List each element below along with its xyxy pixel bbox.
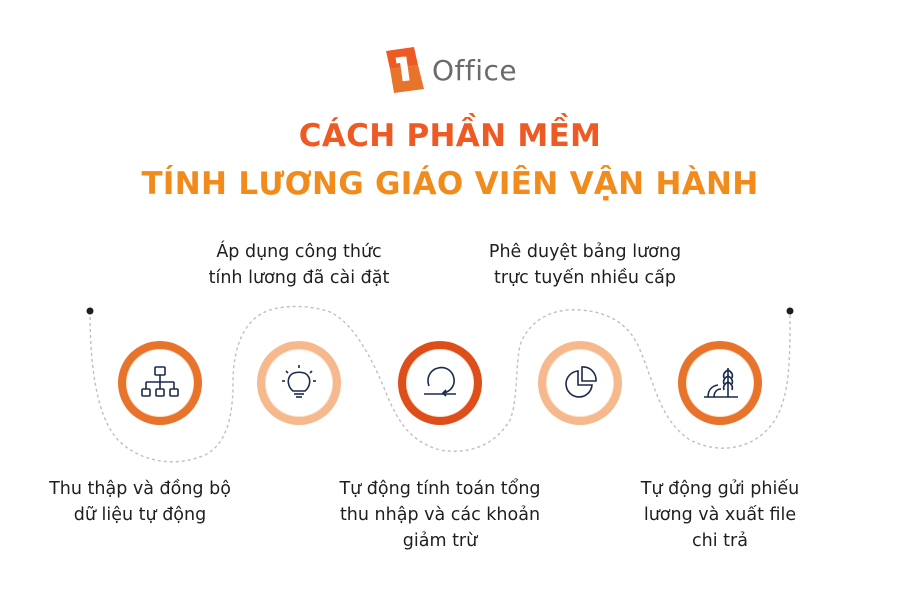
cycle-icon [424,366,456,397]
flow-start-dot [86,307,94,315]
page-title-line-1: CÁCH PHẦN MỀM [298,118,602,154]
step-3-label: Tự động tính toán tổng thu nhập và các k… [339,479,541,551]
hierarchy-icon [141,366,179,397]
step-5-circle [678,341,762,425]
step-3-circle [398,341,482,425]
step-2-circle [257,341,341,425]
logo: Office [384,47,517,93]
step-1-label: Thu thập và đồng bộ dữ liệu tự động [49,479,231,525]
lightbulb-icon [282,365,316,398]
growth-icon [704,368,738,398]
step-4-label: Phê duyệt bảng lương trực tuyến nhiều cấ… [488,242,682,288]
flow-connector [89,305,791,463]
pie-chart-icon [565,366,597,398]
step-2-label: Áp dụng công thức tính lương đã cài đặt [208,242,390,288]
logo-text: Office [432,53,518,87]
step-5-label: Tự động gửi phiếu lương và xuất file chi… [640,479,800,551]
page-title-line-2: TÍNH LƯƠNG GIÁO VIÊN VẬN HÀNH [141,166,759,202]
logo-mark-icon [386,47,424,93]
flow-end-dot [786,307,794,315]
step-4-circle [538,341,622,425]
